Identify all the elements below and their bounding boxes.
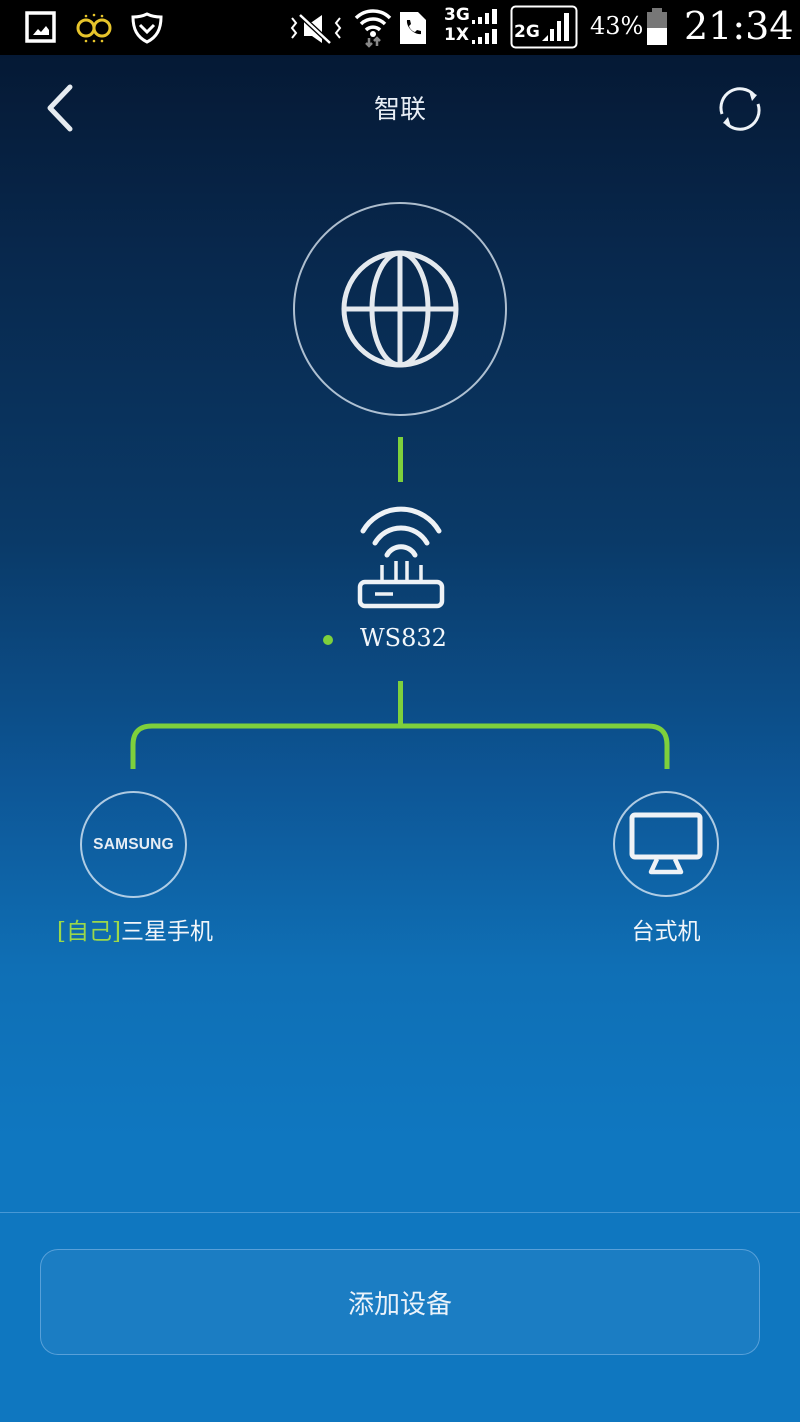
signal-3g-1x-icon <box>472 9 497 44</box>
app-bar: 智联 <box>0 55 800 165</box>
self-tag: [自己] <box>57 919 121 945</box>
add-device-button[interactable]: 添加设备 <box>40 1249 760 1355</box>
router-icon[interactable] <box>355 505 447 611</box>
add-device-label: 添加设备 <box>347 1289 452 1320</box>
network-label-2g: 2G <box>514 22 540 42</box>
infinity-icon <box>76 13 112 43</box>
wifi-icon <box>354 9 392 48</box>
device-node-desktop[interactable] <box>613 791 719 897</box>
link-internet-router <box>398 437 403 482</box>
router-status-dot <box>323 635 333 645</box>
refresh-button[interactable] <box>712 81 768 137</box>
phone-sim-icon <box>400 12 426 44</box>
globe-icon <box>341 250 459 368</box>
network-label-1x: 1X <box>444 25 469 45</box>
device-label-desktop: 台式机 <box>631 919 701 945</box>
network-label-3g: 3G <box>444 5 470 25</box>
device-node-samsung[interactable]: SAMSUNG <box>80 791 187 898</box>
internet-node[interactable] <box>293 202 507 416</box>
mute-icon <box>290 13 342 45</box>
link-branch <box>130 723 670 769</box>
battery-percent: 43% <box>590 12 644 40</box>
device-label-samsung: [自己]三星手机 <box>30 912 240 946</box>
gallery-icon <box>25 11 56 43</box>
samsung-logo-icon: SAMSUNG <box>93 835 174 853</box>
refresh-icon <box>719 87 761 131</box>
battery-icon <box>647 8 667 45</box>
page-title: 智联 <box>373 95 426 125</box>
router-name: WS832 <box>360 624 447 652</box>
device-name: 三星手机 <box>120 919 213 945</box>
shield-icon <box>131 12 163 44</box>
link-router-trunk <box>398 681 403 726</box>
footer-divider <box>0 1212 800 1213</box>
clock: 21:34 <box>684 4 794 48</box>
status-bar: 3G 1X 2G 43% 21:34 <box>0 0 800 55</box>
desktop-monitor-icon <box>629 812 703 875</box>
chevron-left-icon <box>47 84 73 132</box>
back-button[interactable] <box>30 77 90 137</box>
signal-2g-icon <box>510 5 578 49</box>
